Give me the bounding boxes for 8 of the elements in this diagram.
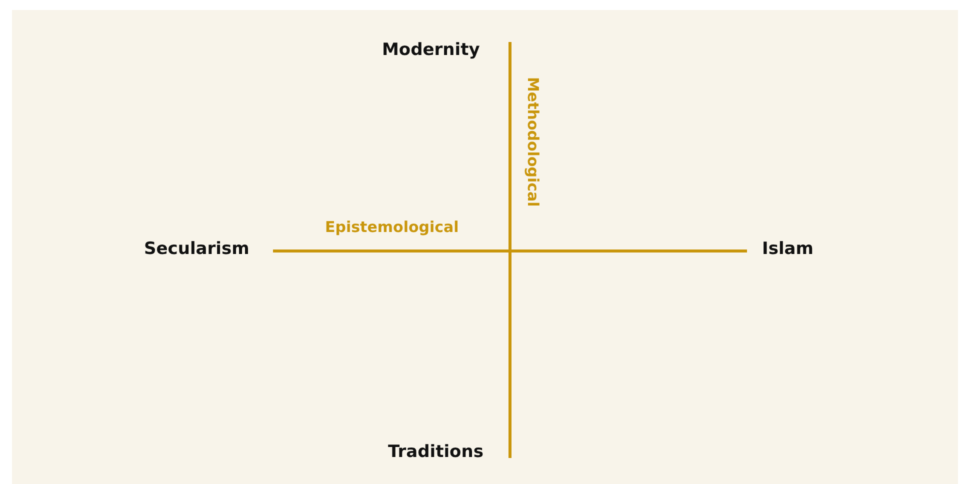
axis-end-label: Islam [747,238,827,260]
edge-label: Methodological [524,77,542,207]
axis-line [273,250,747,252]
axis-end-label: Secularism [120,238,273,260]
axis-line [508,42,512,458]
axis-end-label: Modernity [330,39,510,61]
edge-label: Epistemological [325,218,459,236]
axis-end-label: Traditions [330,441,510,463]
